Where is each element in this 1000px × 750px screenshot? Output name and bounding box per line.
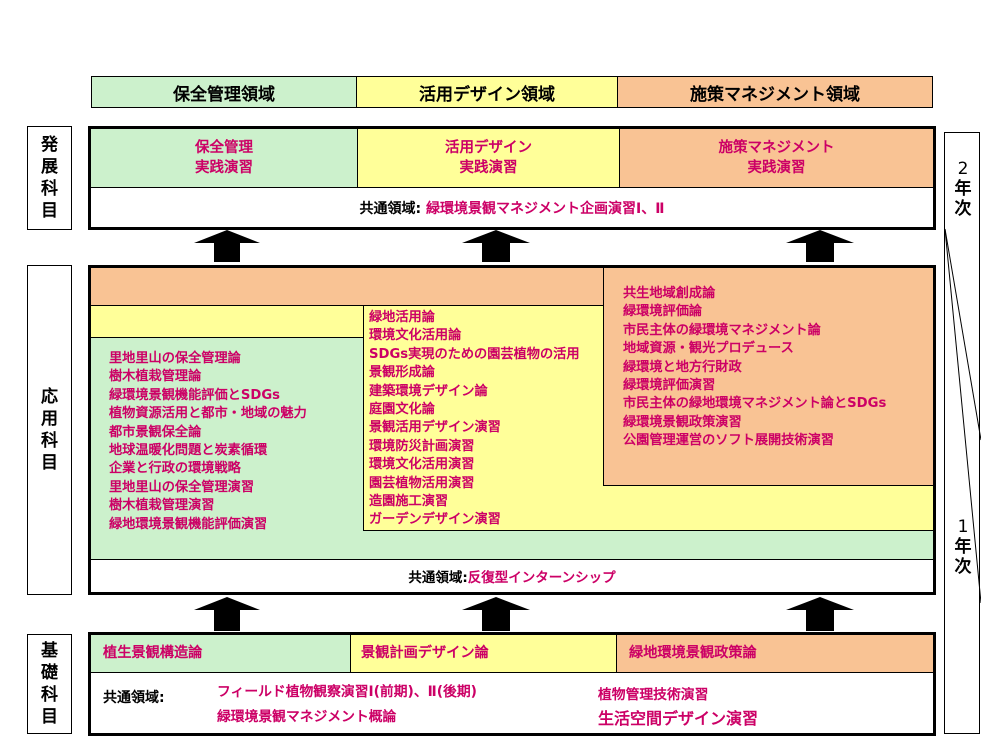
course-item: 都市景観保全論	[109, 424, 202, 440]
applied-common-label: 共通領域:	[408, 570, 468, 586]
advanced-divider-2	[619, 129, 620, 187]
arrow-up-icon	[194, 597, 260, 631]
course-item: 景観形成論	[369, 365, 435, 381]
level-label-applied: 応用科目	[27, 265, 72, 595]
course-item: 地域資源・観光プロデュース	[623, 341, 794, 357]
applied-section: 里地里山の保全管理論 樹木植栽管理論 緑環境景観機能評価とSDGs 植物資源活用…	[88, 265, 936, 595]
course-item: 造園施工演習	[369, 494, 449, 510]
course-item: 環境防災計画演習	[369, 438, 475, 454]
advanced-section: 保全管理実践演習 活用デザイン実践演習 施策マネジメント実践演習 共通領域: 緑…	[88, 126, 936, 230]
advanced-common-value: 緑環境景観マネジメント企画演習Ⅰ、Ⅱ	[426, 200, 665, 217]
basic-divider-2	[616, 635, 617, 672]
course-item: 緑環境評価論	[623, 304, 703, 320]
arrow-up-icon	[462, 597, 530, 631]
applied-design-list: 緑地活用論 環境文化活用論 SDGs実現のための園芸植物の活用 景観形成論 建築…	[369, 309, 580, 530]
advanced-common-area: 共通領域: 緑環境景観マネジメント企画演習Ⅰ、Ⅱ	[91, 188, 933, 227]
course-item: 緑地活用論	[369, 310, 435, 325]
level-label-advanced: 発展科目	[27, 126, 72, 230]
course-item: 環境文化活用演習	[369, 457, 475, 473]
course-item: 地球温暖化問題と炭素循環	[109, 443, 268, 459]
arrow-up-icon	[194, 230, 260, 262]
basic-common-divider	[91, 672, 933, 673]
arrow-up-icon	[786, 597, 854, 631]
domain-header-row: 保全管理領域 活用デザイン領域 施策マネジメント領域	[91, 76, 933, 108]
course-item: 企業と行政の環境戦略	[109, 461, 241, 477]
course-item: 緑環境景観政策演習	[623, 414, 742, 430]
basic-common-item: フィールド植物観察演習Ⅰ(前期)、Ⅱ(後期)	[217, 684, 477, 700]
domain-conservation-header: 保全管理領域	[91, 76, 357, 108]
year-column: 2 年 次 1 年 次	[944, 132, 981, 734]
course-item: ガーデンデザイン演習	[369, 512, 501, 528]
course-item: 里地里山の保全管理演習	[109, 479, 255, 495]
course-item: 共生地域創成論	[623, 286, 716, 301]
course-item: SDGs実現のための園芸植物の活用	[369, 346, 580, 362]
applied-common-value: 反復型インターンシップ	[467, 570, 616, 586]
basic-cell-management: 緑地環境景観政策論	[617, 635, 933, 672]
basic-common-item: 植物管理技術演習	[598, 687, 709, 703]
applied-design-band-divider	[91, 337, 364, 338]
course-item: 緑環境評価演習	[623, 378, 716, 394]
course-item: 樹木植栽管理論	[109, 369, 202, 385]
basic-section: 植生景観構造論 景観計画デザイン論 緑地環境景観政策論 共通領域: フィールド植…	[88, 632, 936, 736]
arrow-up-icon	[462, 230, 530, 262]
basic-cell-design: 景観計画デザイン論	[351, 635, 616, 672]
domain-design-header: 活用デザイン領域	[356, 76, 618, 108]
applied-management-list: 共生地域創成論 緑環境評価論 市民主体の緑環境マネジメント論 地域資源・観光プロ…	[623, 285, 886, 451]
advanced-practice-management: 施策マネジメント実践演習	[620, 129, 933, 187]
domain-management-header: 施策マネジメント領域	[617, 76, 933, 108]
year-label-first: 1 年 次	[954, 517, 972, 577]
applied-common-area: 共通領域: 反復型インターンシップ	[91, 560, 933, 592]
year-divider-lines	[945, 228, 981, 604]
course-item: 市民主体の緑地環境マネジメント論とSDGs	[623, 396, 887, 412]
arrow-up-icon	[786, 230, 854, 262]
course-item: 園芸植物活用演習	[369, 475, 475, 491]
advanced-practice-conservation: 保全管理実践演習	[91, 129, 357, 187]
year-label-second: 2 年 次	[954, 159, 972, 219]
applied-band-divider	[91, 305, 604, 306]
advanced-practice-design: 活用デザイン実践演習	[358, 129, 619, 187]
course-item: 市民主体の緑環境マネジメント論	[623, 322, 821, 338]
applied-management-area	[603, 268, 933, 486]
course-item: 景観活用デザイン演習	[369, 420, 501, 436]
level-label-basic: 基礎科目	[27, 634, 72, 734]
basic-cell-conservation: 植生景観構造論	[91, 635, 350, 672]
basic-divider-1	[350, 635, 351, 672]
basic-common-label: 共通領域:	[103, 690, 165, 706]
advanced-divider-1	[357, 129, 358, 187]
advanced-common-label: 共通領域:	[359, 200, 422, 217]
advanced-common-divider	[91, 187, 933, 188]
course-item: 植物資源活用と都市・地域の魅力	[109, 406, 307, 422]
basic-common-item: 生活空間デザイン演習	[598, 709, 759, 728]
course-item: 公園管理運営のソフト展開技術演習	[623, 433, 834, 449]
course-item: 緑地環境景観機能評価演習	[109, 516, 268, 532]
course-item: 里地里山の保全管理論	[109, 351, 241, 366]
applied-common-divider	[91, 559, 933, 560]
course-item: 緑環境と地方行財政	[623, 359, 742, 375]
basic-common-item: 緑環境景観マネジメント概論	[217, 709, 397, 725]
course-item: 緑環境景観機能評価とSDGs	[109, 387, 280, 403]
course-item: 環境文化活用論	[369, 328, 462, 344]
applied-conservation-list: 里地里山の保全管理論 樹木植栽管理論 緑環境景観機能評価とSDGs 植物資源活用…	[109, 350, 307, 534]
course-item: 建築環境デザイン論	[369, 383, 488, 399]
course-item: 樹木植栽管理演習	[109, 498, 215, 514]
course-item: 庭園文化論	[369, 402, 435, 418]
